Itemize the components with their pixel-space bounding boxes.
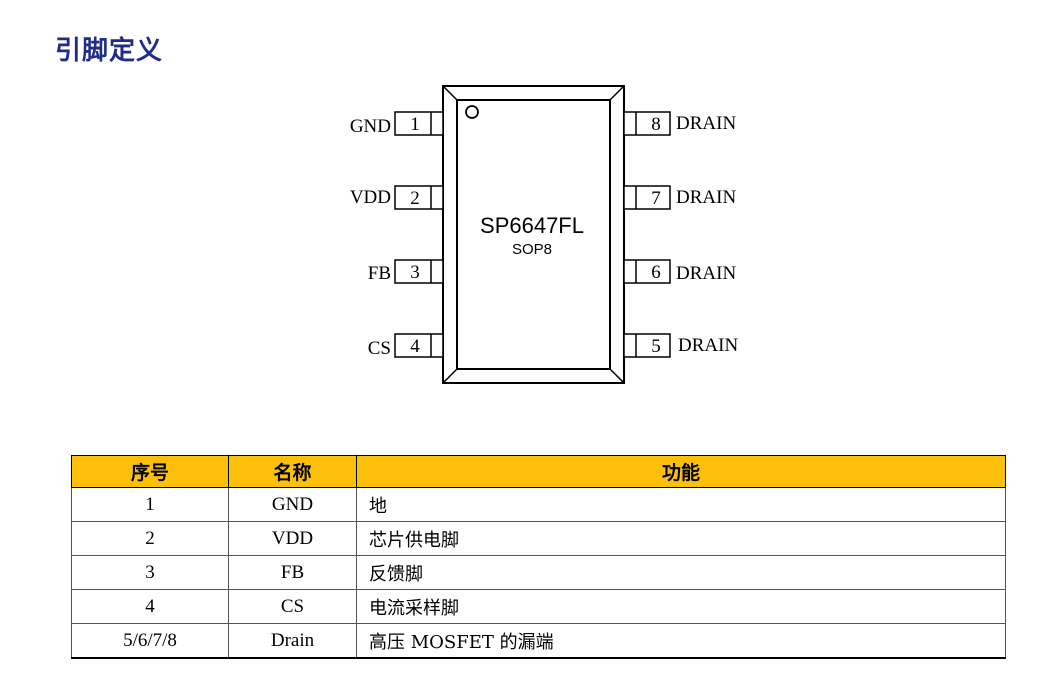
cell-name: VDD bbox=[228, 521, 357, 556]
pin-label: CS bbox=[368, 338, 391, 359]
pin-label: GND bbox=[350, 116, 391, 137]
pin-number: 5 bbox=[651, 336, 661, 357]
left-pin-1: 1 GND bbox=[350, 111, 444, 137]
right-pin-6: 6 DRAIN bbox=[623, 259, 736, 284]
pin-number: 8 bbox=[651, 114, 661, 135]
right-pin-8: 8 DRAIN bbox=[623, 111, 736, 136]
table-row: 4 CS 电流采样脚 bbox=[71, 589, 1006, 624]
cell-function: 芯片供电脚 bbox=[356, 521, 1006, 556]
chip-body-inner bbox=[456, 99, 611, 370]
header-name: 名称 bbox=[228, 455, 357, 488]
cell-index: 4 bbox=[71, 589, 229, 624]
chip-bevel bbox=[609, 85, 625, 101]
pin-diagram: SP6647FL SOP8 1 GND 2 VDD 3 FB 4 CS 8 DR… bbox=[350, 85, 738, 384]
pin-label: FB bbox=[368, 263, 391, 284]
section-title: 引脚定义 bbox=[55, 36, 164, 66]
cell-index: 1 bbox=[71, 487, 229, 522]
pin-definition-table: 序号 名称 功能 1 GND 地 2 VDD 芯片供电脚 3 FB 反馈脚 4 … bbox=[71, 455, 1006, 659]
table-row: 3 FB 反馈脚 bbox=[71, 555, 1006, 590]
chip-bevel bbox=[609, 368, 625, 384]
pin-number: 3 bbox=[410, 262, 420, 283]
left-pin-3: 3 FB bbox=[368, 259, 444, 284]
left-pin-2: 2 VDD bbox=[350, 185, 444, 210]
table-row: 5/6/7/8 Drain 高压 MOSFET 的漏端 bbox=[71, 623, 1006, 659]
chip-bevel bbox=[442, 85, 458, 101]
cell-function: 反馈脚 bbox=[356, 555, 1006, 590]
pin-label: DRAIN bbox=[676, 113, 736, 134]
cell-index: 2 bbox=[71, 521, 229, 556]
pin-label: VDD bbox=[350, 187, 391, 208]
pin-number: 4 bbox=[410, 336, 420, 357]
pin-number: 2 bbox=[410, 188, 420, 209]
pin1-marker-dot bbox=[465, 105, 479, 119]
cell-index: 5/6/7/8 bbox=[71, 623, 229, 659]
header-index: 序号 bbox=[71, 455, 229, 488]
cell-index: 3 bbox=[71, 555, 229, 590]
table-row: 1 GND 地 bbox=[71, 487, 1006, 522]
cell-function: 高压 MOSFET 的漏端 bbox=[356, 623, 1006, 659]
table-header-row: 序号 名称 功能 bbox=[71, 455, 1006, 488]
cell-name: CS bbox=[228, 589, 357, 624]
header-function: 功能 bbox=[356, 455, 1006, 488]
cell-function: 地 bbox=[356, 487, 1006, 522]
cell-function: 电流采样脚 bbox=[356, 589, 1006, 624]
pin-number: 6 bbox=[651, 262, 661, 283]
right-pin-7: 7 DRAIN bbox=[623, 185, 736, 210]
chip-name: SP6647FL bbox=[480, 213, 584, 238]
cell-name: Drain bbox=[228, 623, 357, 659]
table-row: 2 VDD 芯片供电脚 bbox=[71, 521, 1006, 556]
pin-label: DRAIN bbox=[676, 187, 736, 208]
left-pin-4: 4 CS bbox=[368, 333, 444, 359]
chip-package: SOP8 bbox=[512, 241, 552, 258]
right-pin-5: 5 DRAIN bbox=[623, 333, 738, 358]
chip-bevel bbox=[442, 368, 458, 384]
pin-label: DRAIN bbox=[676, 263, 736, 284]
cell-name: GND bbox=[228, 487, 357, 522]
pin-label: DRAIN bbox=[678, 335, 738, 356]
cell-name: FB bbox=[228, 555, 357, 590]
pin-number: 7 bbox=[651, 188, 661, 209]
pin-number: 1 bbox=[410, 114, 420, 135]
